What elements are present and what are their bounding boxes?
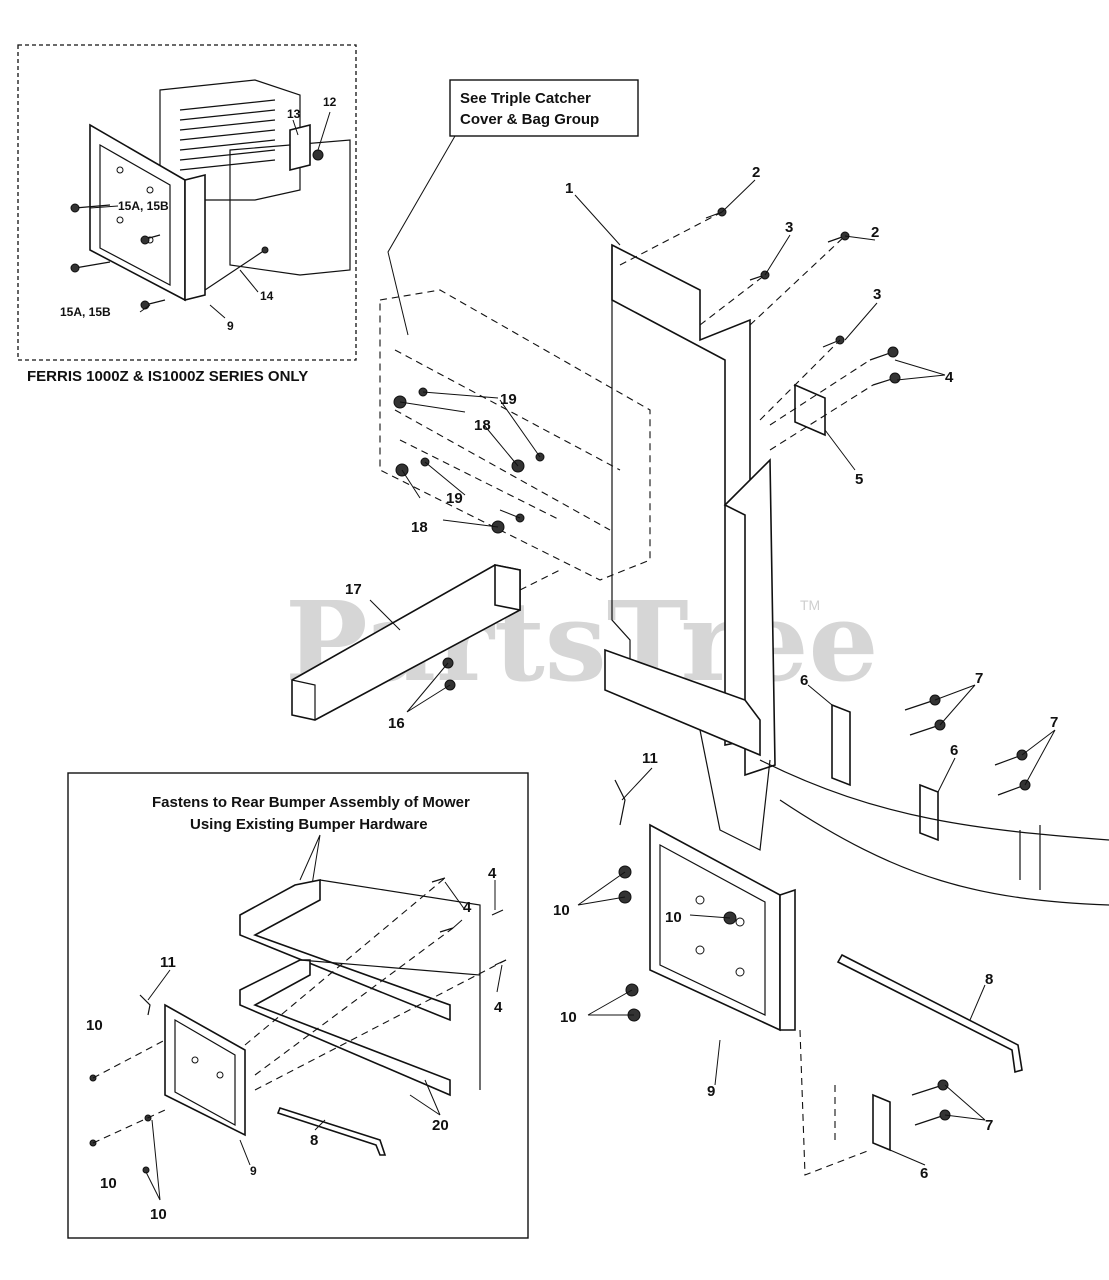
lower-crossbar (604, 648, 761, 757)
callout-19-lower: 19 (446, 490, 463, 507)
nut-inset (312, 149, 324, 161)
inset-bottom: Fastens to Rear Bumper Assembly of Mower… (67, 772, 529, 1239)
bracket-6-upper-right (919, 783, 939, 842)
callout-8-inset: 8 (310, 1132, 318, 1149)
callout-11: 11 (642, 750, 658, 767)
hitch-rod-8 (836, 953, 1023, 1074)
callout-10-upper: 10 (553, 902, 570, 919)
bumper-bracket-20-lower (239, 959, 451, 1097)
callout-4: 4 (945, 369, 954, 386)
main-assembly: 1 2 3 2 3 4 5 19 18 19 18 17 16 6 7 7 6 … (291, 164, 1109, 1182)
bracket-6-lower (872, 1093, 891, 1152)
callout-10-inset-c: 10 (150, 1206, 167, 1223)
callout-5: 5 (855, 471, 863, 488)
bracket-6-upper-left (831, 703, 851, 787)
callout-1: 1 (565, 180, 573, 197)
callout-18-lower: 18 (411, 519, 428, 536)
callout-15a-15b-lower: 15A, 15B (60, 305, 111, 319)
callout-9-inset: 9 (227, 319, 234, 333)
callout-10-inset-b: 10 (100, 1175, 117, 1192)
callout-6-lower: 6 (920, 1165, 928, 1182)
inset-top: 12 13 15A, 15B 14 15A, 15B 9 FERRIS 1000… (17, 44, 357, 385)
upright-channel (723, 458, 776, 777)
callout-10-inset-a: 10 (86, 1017, 103, 1034)
callout-2-upper: 2 (752, 164, 760, 181)
callout-7-lower: 7 (985, 1117, 993, 1134)
callout-10-mid: 10 (665, 909, 682, 926)
spacer-plate-5 (794, 383, 826, 437)
callout-6-upper-left: 6 (800, 672, 808, 689)
callout-4-inset-c: 4 (494, 999, 503, 1016)
callout-10-lower: 10 (560, 1009, 577, 1026)
callout-9-inset-bottom: 9 (250, 1164, 257, 1178)
note-box (449, 79, 639, 137)
inset-top-caption: FERRIS 1000Z & IS1000Z SERIES ONLY (27, 368, 308, 385)
callout-16: 16 (388, 715, 405, 732)
inset-bottom-note-line2: Using Existing Bumper Hardware (190, 816, 428, 833)
callout-18-upper: 18 (474, 417, 491, 434)
callout-15a-15b-upper: 15A, 15B (118, 199, 169, 213)
watermark-tm: TM (800, 597, 820, 613)
callout-6-upper-right: 6 (950, 742, 958, 759)
callout-9: 9 (707, 1083, 715, 1100)
bumper-bracket-20-upper (239, 879, 451, 1022)
callout-14: 14 (260, 289, 274, 303)
callout-3-upper: 3 (785, 219, 793, 236)
inset-bottom-border (67, 772, 529, 1239)
callout-7-upper: 7 (975, 670, 983, 687)
callout-4-inset-b: 4 (488, 865, 497, 882)
hairpin-11 (614, 779, 626, 826)
grille-slots (179, 99, 276, 171)
callout-17: 17 (345, 581, 362, 598)
callout-20: 20 (432, 1117, 449, 1134)
hitch-rod-8-inset (276, 1107, 387, 1156)
clip-inset (289, 123, 311, 172)
callout-4-inset-a: 4 (463, 899, 472, 916)
note-see-triple-catcher: See Triple Catcher Cover & Bag Group (387, 79, 639, 336)
note-line2: Cover & Bag Group (460, 111, 599, 128)
inset-top-border (17, 44, 357, 361)
callout-12: 12 (323, 95, 337, 109)
callout-8: 8 (985, 971, 993, 988)
hitch-bracket-9 (649, 823, 781, 1032)
callout-7-right: 7 (1050, 714, 1058, 731)
inset-bottom-note-line1: Fastens to Rear Bumper Assembly of Mower (152, 794, 470, 811)
callout-11-inset: 11 (160, 954, 176, 971)
callout-13: 13 (287, 107, 301, 121)
deck-body (229, 139, 351, 276)
deck-frame-outline (379, 289, 651, 581)
callout-3-lower: 3 (873, 286, 881, 303)
callout-2-lower: 2 (871, 224, 879, 241)
hairpin-11-inset (139, 994, 151, 1016)
hitch-bracket-9-inset (164, 1003, 246, 1137)
note-line1: See Triple Catcher (460, 90, 591, 107)
hitch-bracket-side-inset (184, 173, 206, 302)
callout-19-upper: 19 (500, 391, 517, 408)
